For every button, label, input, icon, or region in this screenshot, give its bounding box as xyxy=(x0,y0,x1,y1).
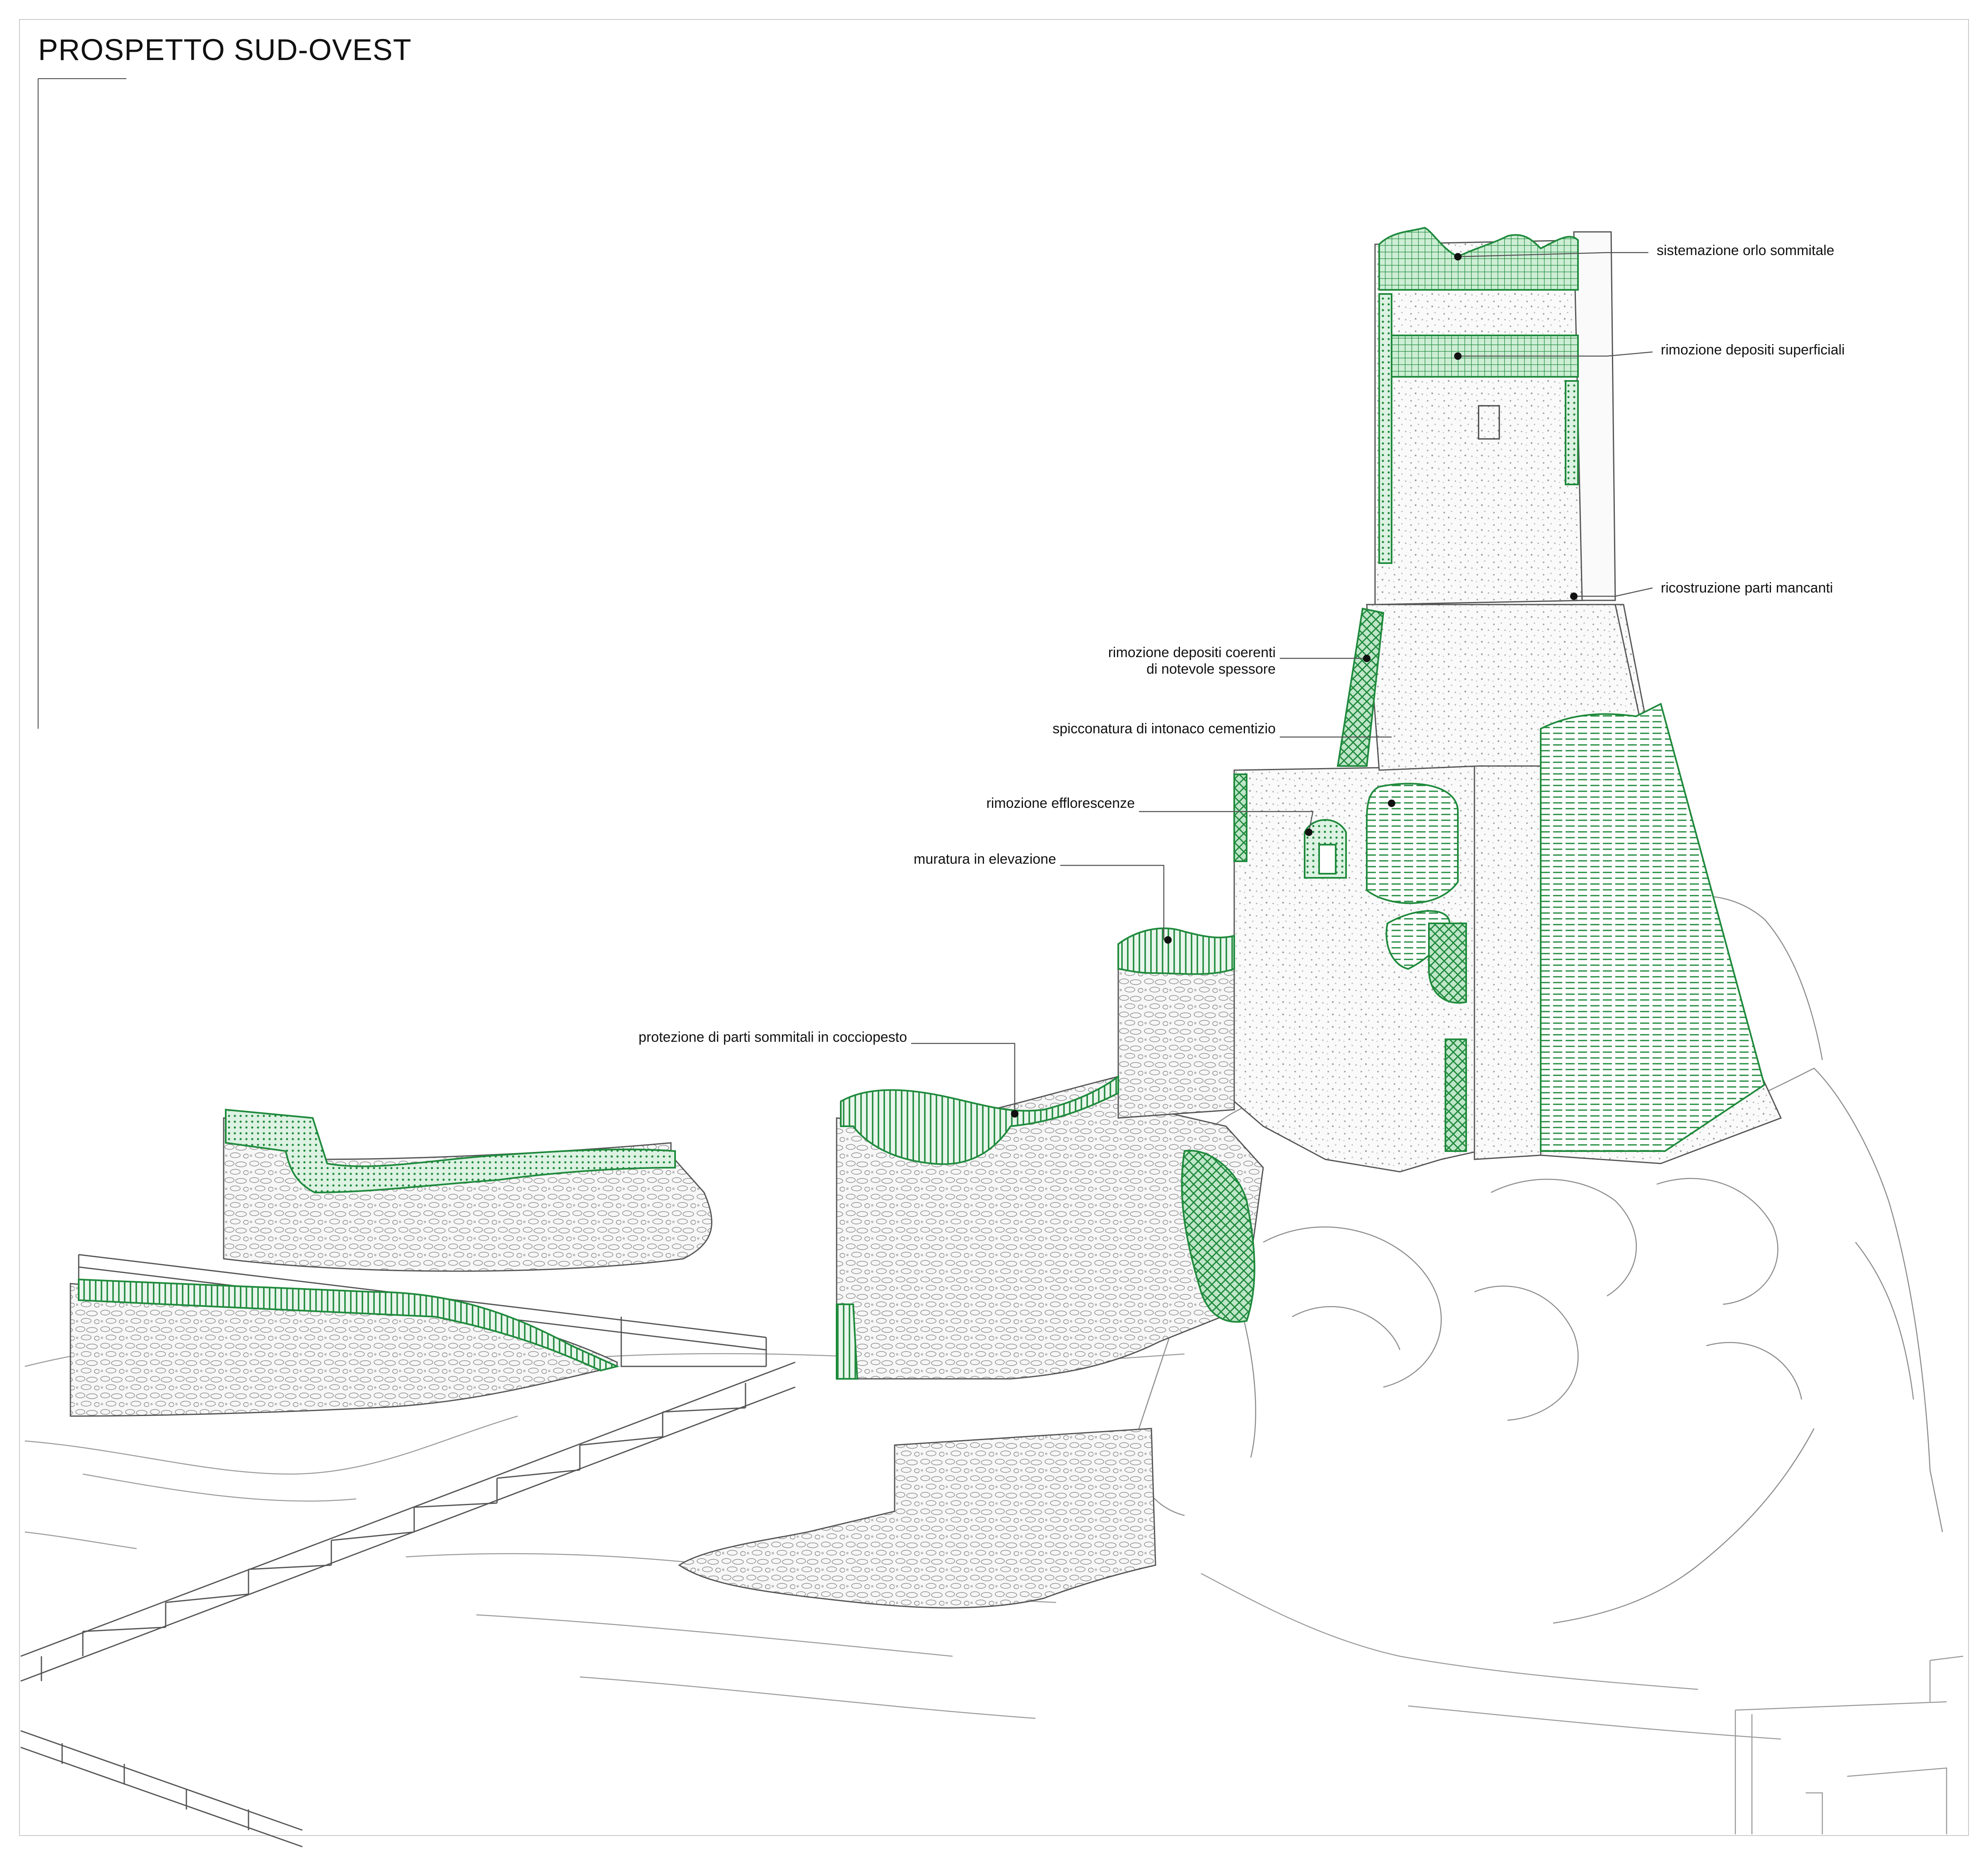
leader-dots xyxy=(1011,253,1578,1118)
label-parti-mancanti: ricostruzione parti mancanti xyxy=(1661,580,1833,596)
zone-central-crosshatch xyxy=(1181,1149,1255,1323)
intervention-zones xyxy=(78,226,1766,1380)
walkway-ramp xyxy=(20,1361,796,1682)
zone-tower-left-strip xyxy=(1378,293,1392,564)
zone-depositi-coerenti xyxy=(1337,607,1385,767)
zone-orlo-sommitale xyxy=(1378,226,1579,291)
zone-cocciopesto-left-upper xyxy=(225,1108,676,1194)
zone-crosshatch-body-1 xyxy=(1428,923,1467,1004)
leader-lines xyxy=(911,252,1653,1114)
label-cocciopesto: protezione di parti sommitali in cocciop… xyxy=(638,1029,907,1045)
label-orlo-sommitale: sistemazione orlo sommitale xyxy=(1657,243,1834,258)
lower-wall-fragment xyxy=(678,1428,1156,1609)
label-depositi-coerenti: rimozione depositi coerenti di notevole … xyxy=(1077,644,1276,677)
label-intonaco: spicconatura di intonaco cementizio xyxy=(1052,721,1276,737)
zone-main-body-left-strip xyxy=(1233,773,1247,862)
zone-scarp-hatch xyxy=(1540,703,1766,1152)
zone-crosshatch-body-2 xyxy=(1445,1038,1467,1152)
title-corner-mark xyxy=(38,78,126,729)
walkway-lower xyxy=(20,1730,303,1848)
label-depositi-coerenti-line2: di notevole spessore xyxy=(1146,661,1276,677)
label-muratura: muratura in elevazione xyxy=(914,851,1056,867)
sheet-frame xyxy=(19,19,1969,1836)
drawing-title: PROSPETTO SUD-OVEST xyxy=(38,34,412,67)
zone-efflorescenze xyxy=(1366,783,1459,904)
zone-tower-right-strip xyxy=(1565,380,1579,485)
background-building xyxy=(1735,1655,1964,1834)
label-efflorescenze: rimozione efflorescenze xyxy=(986,795,1135,811)
label-depositi-superficiali: rimozione depositi superficiali xyxy=(1661,342,1845,358)
zone-muratura-elevazione xyxy=(1117,927,1235,975)
zone-cocciopesto-left-lower xyxy=(78,1278,620,1372)
zone-cocciopesto-central xyxy=(840,1075,1119,1165)
label-depositi-coerenti-line1: rimozione depositi coerenti xyxy=(1108,645,1276,660)
zone-central-left-strip xyxy=(836,1303,859,1380)
